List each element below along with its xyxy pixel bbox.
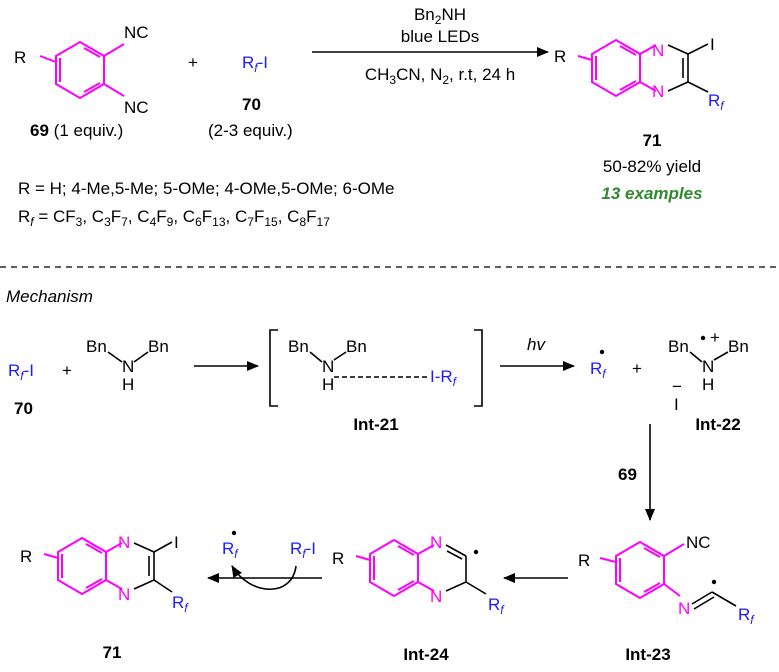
svg-text:N: N bbox=[122, 357, 134, 376]
mech-rf-i-reagent: Rf-I bbox=[290, 539, 316, 561]
svg-text:Rf: Rf bbox=[738, 605, 755, 627]
yield-range: 50-82% yield bbox=[603, 157, 701, 176]
svg-text:N: N bbox=[678, 599, 690, 618]
svg-text:I: I bbox=[674, 395, 679, 414]
svg-text:NC: NC bbox=[124, 23, 149, 42]
mech-70-label: 70 bbox=[14, 399, 33, 418]
compound-71-label: 71 bbox=[643, 131, 662, 150]
reagent-light: blue LEDs bbox=[401, 27, 479, 46]
reaction-conditions: CH3CN, N2, r.t, 24 h bbox=[365, 65, 515, 87]
svg-text:Bn: Bn bbox=[288, 337, 309, 356]
svg-text:N: N bbox=[430, 587, 442, 606]
addition-69-label: 69 bbox=[618, 465, 637, 484]
compound-69-structure: NC NC R bbox=[14, 23, 149, 117]
compound-70-label: 70 bbox=[242, 95, 261, 114]
svg-text:H: H bbox=[322, 375, 334, 394]
svg-text:N: N bbox=[430, 533, 442, 552]
compound-69-label: 69 bbox=[30, 121, 49, 140]
plus-sign: + bbox=[62, 361, 72, 380]
svg-text:Rf: Rf bbox=[222, 539, 239, 561]
imidoyl-radical-structure: NC N Rf R bbox=[578, 533, 755, 627]
svg-text:NC: NC bbox=[124, 98, 149, 117]
rf-radical: Rf bbox=[590, 349, 607, 381]
svg-text:R: R bbox=[332, 549, 344, 568]
amine-radical-cation: Bn N H Bn + − I bbox=[668, 328, 749, 414]
product-71-label: 71 bbox=[103, 643, 122, 662]
svg-text:R: R bbox=[14, 48, 26, 67]
svg-text:I: I bbox=[174, 533, 179, 552]
int-22-label: Int-22 bbox=[695, 415, 740, 434]
svg-text:Bn: Bn bbox=[148, 337, 169, 356]
svg-text:R: R bbox=[554, 47, 566, 66]
svg-text:Bn: Bn bbox=[86, 337, 107, 356]
svg-text:Rf: Rf bbox=[488, 595, 505, 617]
svg-text:I: I bbox=[710, 35, 715, 54]
compound-71-product-structure: N N I Rf R bbox=[20, 533, 189, 615]
compound-70-formula: Rf-I bbox=[242, 53, 268, 75]
svg-text:Rf: Rf bbox=[172, 593, 189, 615]
svg-text:NC: NC bbox=[686, 533, 711, 552]
svg-text:Rf: Rf bbox=[590, 359, 607, 381]
rf-scope: Rf = CF3, C3F7, C4F9, C6F13, C7F15, C8F1… bbox=[18, 207, 330, 229]
reagent-amine: Bn2NH bbox=[414, 5, 466, 27]
svg-text:N: N bbox=[652, 82, 664, 101]
dibenzylamine: Bn N H Bn bbox=[86, 337, 169, 394]
mech-rf-i: Rf-I bbox=[8, 361, 34, 383]
svg-text:Bn: Bn bbox=[668, 337, 689, 356]
svg-text:Rf: Rf bbox=[708, 91, 725, 113]
example-count: 13 examples bbox=[601, 184, 702, 203]
compound-70-equiv: (2-3 equiv.) bbox=[208, 121, 293, 140]
svg-text:N: N bbox=[702, 357, 714, 376]
int-24-label: Int-24 bbox=[403, 645, 449, 664]
r-scope: R = H; 4-Me,5-Me; 5-OMe; 4-OMe,5-OMe; 6-… bbox=[18, 179, 394, 198]
plus-sign: + bbox=[188, 53, 198, 72]
right-bracket bbox=[474, 329, 483, 407]
int-21-label: Int-21 bbox=[353, 415, 398, 434]
svg-text:Bn: Bn bbox=[346, 337, 367, 356]
compound-69-equiv: 69 (1 equiv.) bbox=[30, 121, 123, 140]
svg-text:R: R bbox=[20, 547, 32, 566]
svg-text:H: H bbox=[122, 375, 134, 394]
svg-text:R: R bbox=[578, 551, 590, 570]
curved-arrow-rf-regeneration bbox=[231, 565, 297, 590]
quinoxalinyl-radical-structure: N N Rf R bbox=[332, 533, 505, 617]
mechanism-heading: Mechanism bbox=[6, 287, 93, 306]
svg-text:+: + bbox=[710, 328, 720, 347]
compound-71-structure: N N I Rf R bbox=[554, 35, 725, 113]
svg-text:−: − bbox=[672, 377, 682, 396]
int-23-label: Int-23 bbox=[625, 645, 670, 664]
svg-text:H: H bbox=[702, 375, 714, 394]
hv-label: hv bbox=[527, 335, 546, 354]
rf-radical-regenerated: Rf bbox=[222, 530, 239, 561]
plus-sign: + bbox=[632, 359, 642, 378]
svg-text:N: N bbox=[322, 357, 334, 376]
svg-text:N: N bbox=[118, 585, 130, 604]
svg-text:N: N bbox=[118, 533, 130, 552]
halogen-bond-complex: Bn N H Bn I-Rf bbox=[288, 337, 458, 394]
svg-text:I-Rf: I-Rf bbox=[430, 367, 458, 389]
left-bracket bbox=[269, 329, 278, 407]
svg-text:Bn: Bn bbox=[728, 337, 749, 356]
svg-text:N: N bbox=[652, 41, 664, 60]
